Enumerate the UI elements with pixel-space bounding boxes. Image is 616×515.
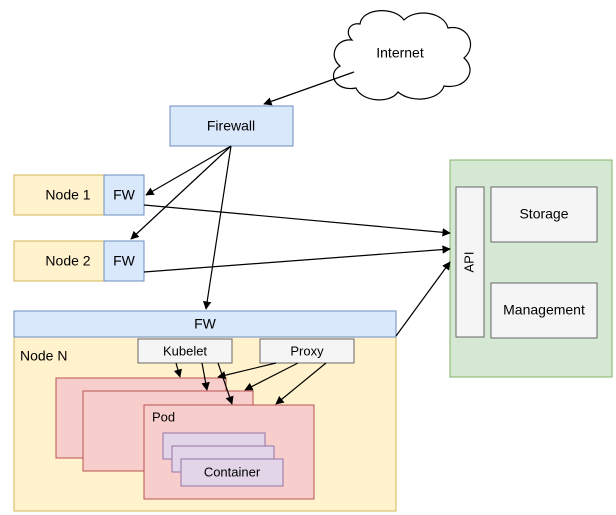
node-1-label: Node 1 (45, 187, 90, 203)
storage-label: Storage (519, 206, 568, 222)
arrow-internet-firewall (263, 71, 355, 106)
arrow-proxy-pod0 (275, 362, 327, 405)
node-2-fw-label: FW (113, 253, 136, 269)
arrow-proxy-pod1 (244, 362, 299, 391)
api-label: API (461, 252, 476, 273)
arrow-kubelet-pod0 (217, 362, 234, 405)
arrow-kubelet-pod1 (201, 362, 210, 391)
proxy-box (259, 338, 355, 364)
node-n-fw-bar (13, 310, 397, 338)
node-1-fw-box (103, 174, 145, 216)
firewall-label: Firewall (207, 118, 255, 134)
internet-cloud: Internet (333, 10, 471, 101)
arrow-kubelet-pod2 (173, 362, 182, 378)
node-1: Node 1 FW (13, 174, 145, 216)
arrow-node2-api (143, 245, 451, 273)
internet-label: Internet (376, 45, 424, 61)
arrow-proxy-pod2 (217, 362, 277, 380)
management-label: Management (503, 302, 585, 318)
pod-label: Pod (152, 409, 175, 424)
node-2-fw-box (103, 240, 145, 282)
container-label: Container (204, 464, 261, 479)
arrow-firewall-noden (202, 145, 232, 310)
node-n: Node N FW Kubelet Proxy Pod Container (13, 310, 397, 512)
arrow-firewall-node1 (145, 145, 232, 196)
node-1-fw-label: FW (113, 187, 136, 203)
node-2: Node 2 FW (13, 240, 145, 282)
node-n-label: Node N (20, 348, 67, 364)
firewall-box: Firewall (169, 105, 294, 147)
kubelet-label: Kubelet (163, 343, 207, 358)
container-front (180, 458, 284, 487)
control-plane: API Storage Management (449, 159, 613, 378)
connection-arrows (130, 71, 451, 405)
arrow-node1-api (143, 204, 451, 237)
proxy-label: Proxy (290, 343, 324, 358)
management-box (490, 282, 598, 339)
node-2-label: Node 2 (45, 253, 90, 269)
arrow-firewall-node2 (130, 145, 232, 240)
api-box (455, 186, 485, 338)
storage-box (490, 186, 598, 243)
arrow-noden-api (395, 261, 451, 337)
kubelet-box (137, 338, 233, 364)
node-n-fw-label: FW (194, 316, 217, 332)
